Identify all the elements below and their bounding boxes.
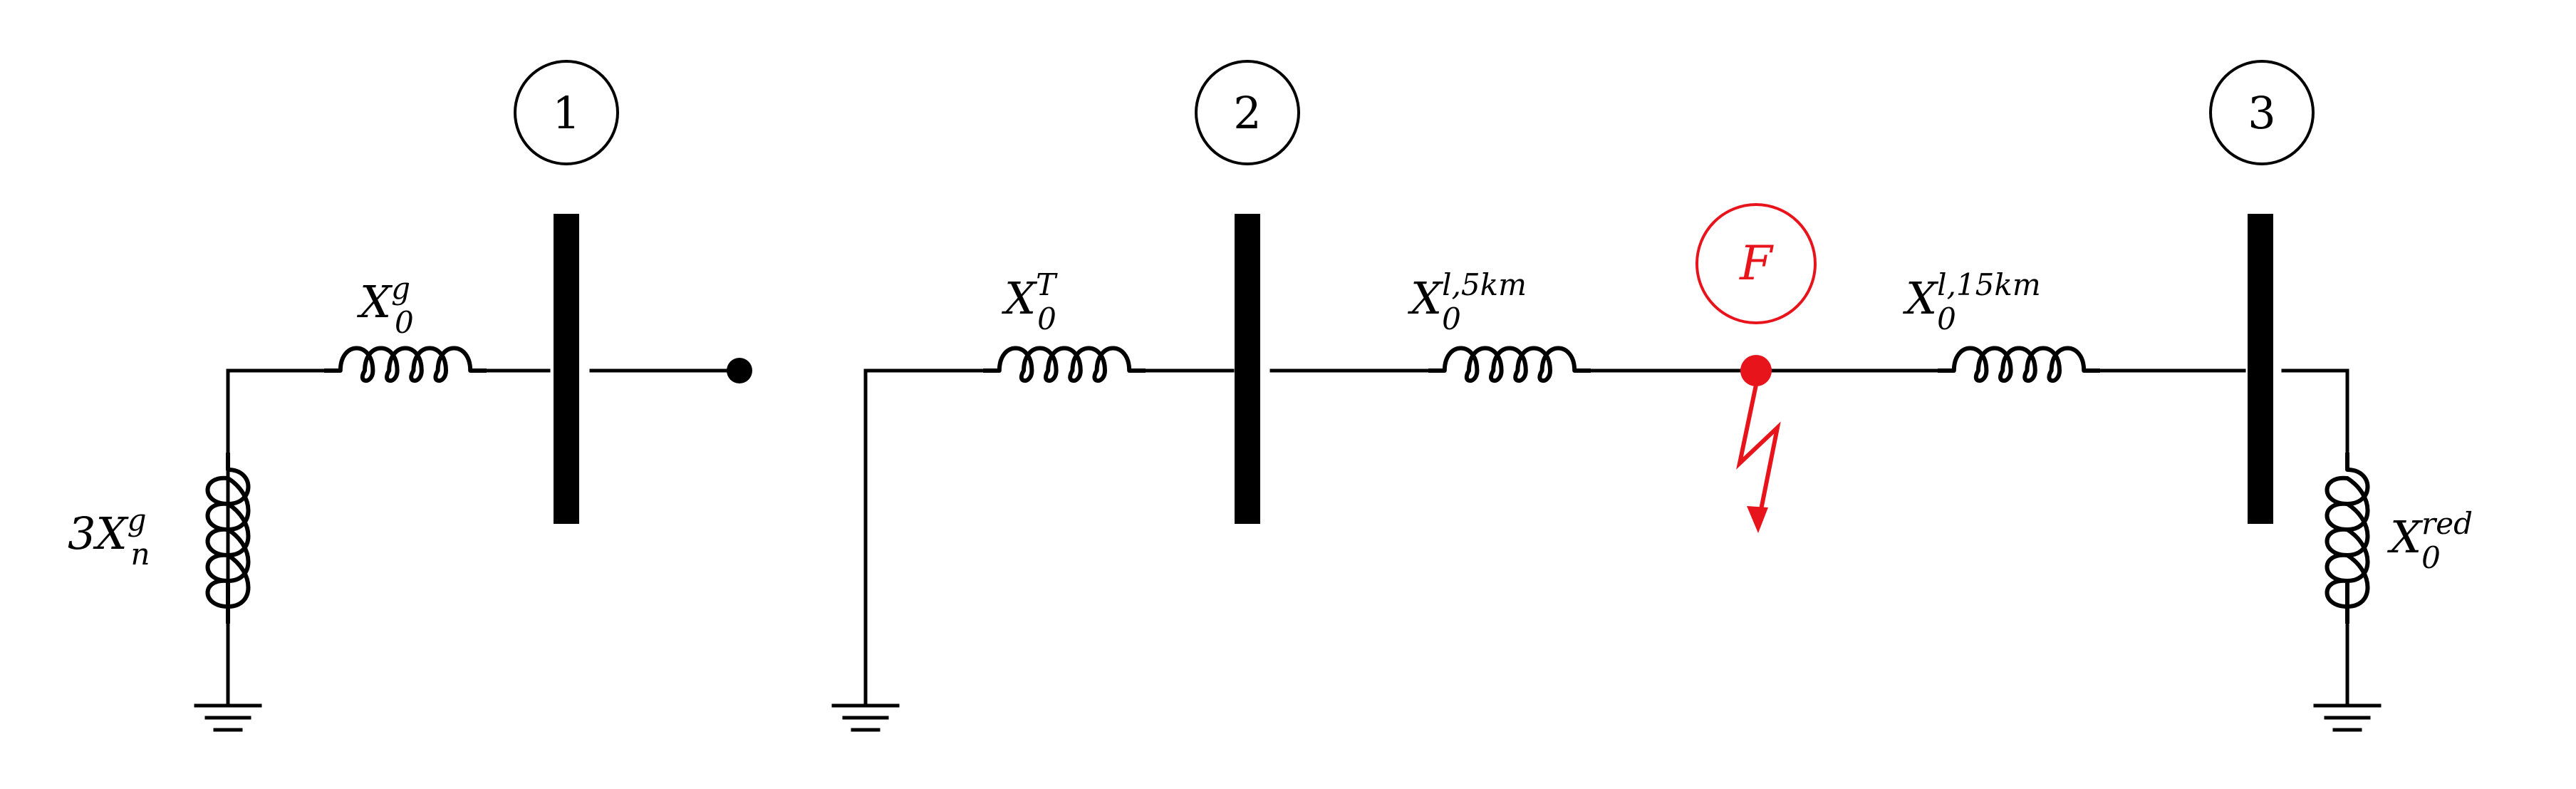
fault-label: F (1739, 236, 1774, 291)
inductor-coil-shape (983, 346, 1146, 383)
generator-inductor (324, 346, 487, 383)
fault-arrow-head-icon (1747, 506, 1768, 533)
ground-symbol (831, 703, 900, 732)
inductor-coil-shape (1428, 346, 1591, 383)
inductor-coil-shape (324, 346, 487, 383)
line-15km-inductor (1938, 346, 2100, 383)
fault-node-dot (1740, 355, 1772, 386)
bus-2-number: 2 (1233, 87, 1261, 139)
ground-symbol (194, 703, 262, 732)
transformer-branch (831, 346, 1235, 732)
bus-1: 1 (514, 60, 752, 524)
bus-3-number: 3 (2248, 87, 2275, 139)
bus-3-right-wire (2281, 368, 2349, 455)
fault-point: F (1695, 203, 1817, 533)
line-5km (1428, 346, 1940, 383)
neutral-inductor (205, 453, 251, 624)
bus-2-bar (1235, 214, 1260, 524)
fault-marker-circle (1695, 203, 1817, 324)
generator-left-wire (226, 368, 326, 708)
bus-3: 3 (2209, 60, 2349, 524)
bus-1-bar (554, 214, 579, 524)
bus-1-marker-circle (514, 60, 619, 165)
line-15km (1938, 346, 2246, 383)
ground-symbol (2313, 703, 2382, 732)
fault-lightning-icon (1736, 384, 1781, 525)
transformer-inductor (983, 346, 1146, 383)
bus-3-bar (2248, 214, 2273, 524)
transformer-left-wire (863, 368, 985, 708)
inductor-coil-shape (1938, 346, 2100, 383)
bus-2: 2 (1195, 60, 1430, 524)
inductor-coil-shape (205, 453, 251, 624)
bus-2-marker-circle (1195, 60, 1300, 165)
reduced-network-branch (2313, 453, 2382, 732)
bus-3-marker-circle (2209, 60, 2315, 165)
open-terminal-dot (727, 358, 752, 383)
line-5km-inductor (1428, 346, 1591, 383)
generator-branch (194, 346, 551, 732)
bus-1-number: 1 (552, 87, 580, 139)
inductor-coil-shape (2325, 453, 2370, 624)
reduced-network-inductor (2325, 453, 2370, 624)
